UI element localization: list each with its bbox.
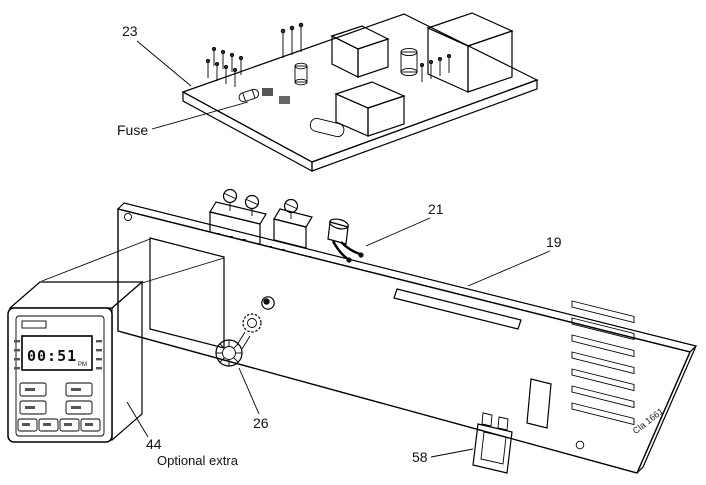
switch-clip xyxy=(481,412,493,427)
small-component xyxy=(262,88,273,96)
pin-header-right xyxy=(419,53,452,82)
vent-slot xyxy=(571,351,635,375)
long-slot xyxy=(393,288,522,330)
led-indicator xyxy=(261,296,275,310)
timer-button xyxy=(65,382,93,397)
projection-line xyxy=(41,238,151,282)
rocker-switch xyxy=(472,412,513,474)
control-knob xyxy=(215,331,251,367)
vent-slot xyxy=(571,334,635,358)
switch-rocker-line xyxy=(482,443,505,450)
small-component xyxy=(279,96,290,104)
knob-knurling xyxy=(216,340,242,366)
leader-line-58 xyxy=(430,448,474,458)
pcb-top-surface xyxy=(181,13,539,163)
fuse-component xyxy=(238,88,260,103)
panel-assembly: Cla 1661 xyxy=(116,202,698,474)
capacitor-block xyxy=(330,25,390,78)
terminal-screw xyxy=(222,188,238,211)
cylindrical-capacitor xyxy=(400,47,418,77)
terminal-screw xyxy=(283,198,299,219)
label-21: 21 xyxy=(428,201,444,217)
leader-line-19 xyxy=(467,250,551,287)
screw-hole xyxy=(575,440,585,450)
switch-rocker xyxy=(480,431,507,465)
timer-button xyxy=(65,400,93,415)
relay-block xyxy=(334,81,406,137)
panel-face xyxy=(117,208,691,474)
timer-lcd: 00:51 PM xyxy=(21,335,93,371)
label-19: 19 xyxy=(546,234,562,250)
knob-mounting-nut xyxy=(242,313,262,333)
timer-button xyxy=(19,400,47,415)
leader-line-26 xyxy=(238,367,260,415)
pin-header-top xyxy=(280,22,304,58)
leader-line-23 xyxy=(136,40,192,87)
vent-slot xyxy=(571,402,635,426)
pcb-edge-left xyxy=(182,90,313,173)
label-23: 23 xyxy=(122,23,138,39)
timer-side-legends xyxy=(14,340,102,370)
timer-button xyxy=(59,418,80,432)
horizontal-capacitor xyxy=(309,117,345,138)
switch-bezel xyxy=(472,423,513,474)
pcb-assembly xyxy=(181,12,539,173)
pin-header-left xyxy=(205,46,244,87)
timer-mode-window xyxy=(21,320,47,329)
cylindrical-capacitor xyxy=(294,62,308,86)
timer-button xyxy=(19,382,47,397)
vent-slots xyxy=(571,300,635,426)
vent-slot xyxy=(571,368,635,392)
vent-slot xyxy=(571,300,635,324)
leader-line-44 xyxy=(126,401,149,438)
transformer-block xyxy=(426,12,514,93)
timer-button xyxy=(17,418,38,432)
label-optional-extra: Optional extra xyxy=(157,453,239,468)
label-44: 44 xyxy=(146,436,162,452)
vent-slot xyxy=(571,385,635,409)
label-fuse: Fuse xyxy=(117,122,148,138)
timer-inner-bezel xyxy=(15,315,105,437)
timer-unit: 00:51 PM xyxy=(7,238,225,443)
lcd-meridiem: PM xyxy=(78,362,87,368)
switch-clip xyxy=(497,416,509,431)
label-58: 58 xyxy=(412,449,428,465)
vent-slot xyxy=(571,317,635,341)
projection-line xyxy=(141,257,225,284)
pcb-edge-right xyxy=(311,79,538,172)
lcd-time: 00:51 xyxy=(27,347,77,365)
screw-hole xyxy=(123,212,133,222)
terminal-screw xyxy=(244,194,260,216)
leader-line-21 xyxy=(365,217,431,247)
switch-cutout xyxy=(526,378,552,429)
timer-button xyxy=(38,418,59,432)
leader-line-fuse xyxy=(151,101,249,130)
label-26: 26 xyxy=(253,415,269,431)
terminal-block xyxy=(273,218,307,249)
timer-button xyxy=(80,418,101,432)
timer-buttons xyxy=(17,382,101,432)
